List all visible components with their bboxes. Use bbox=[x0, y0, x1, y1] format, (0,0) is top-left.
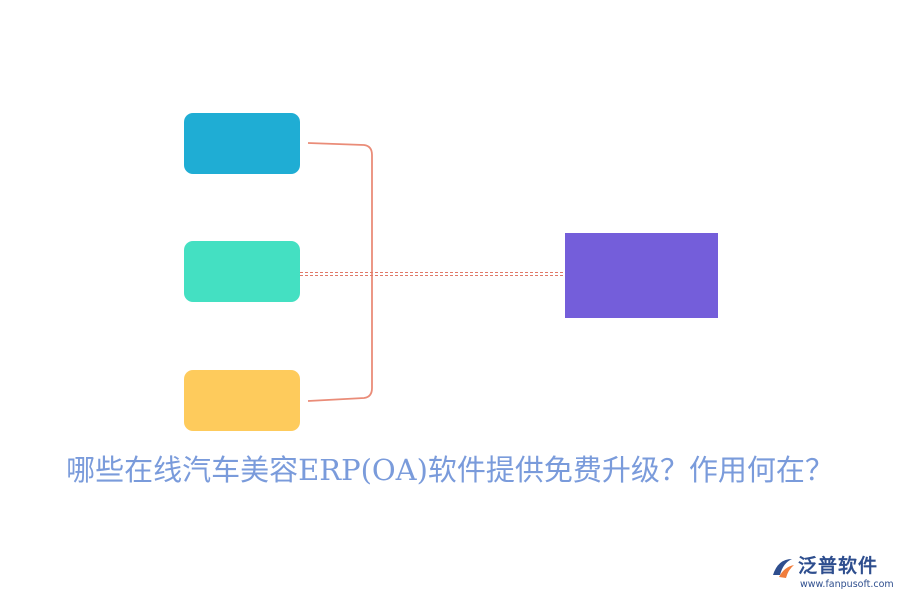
logo-url: www.fanpusoft.com bbox=[800, 579, 894, 590]
target-box bbox=[565, 233, 718, 318]
fanpu-logo-icon bbox=[773, 559, 794, 578]
bracket-connector bbox=[307, 142, 373, 402]
page-title: 哪些在线汽车美容ERP(OA)软件提供免费升级？作用何在？ bbox=[66, 453, 834, 487]
logo-name: 泛普软件 bbox=[798, 555, 879, 577]
top-box bbox=[184, 113, 300, 174]
bottom-box bbox=[184, 370, 300, 431]
middle-box bbox=[184, 241, 300, 302]
fanpu-logo: 泛普软件 www.fanpusoft.com bbox=[770, 553, 895, 593]
